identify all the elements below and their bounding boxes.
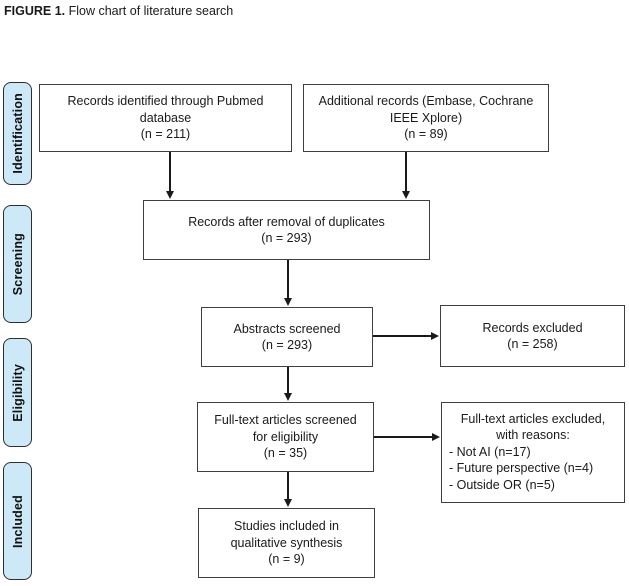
box-studies-included: Studies included in qualitative synthesi… (198, 508, 375, 578)
box-studies-included-text: Studies included in qualitative synthesi… (230, 519, 343, 567)
box-fulltext-screened: Full-text articles screened for eligibil… (197, 402, 374, 472)
arrow-pubmed-to-duplicates (169, 152, 171, 191)
stage-included-label: Included (10, 494, 25, 548)
stage-eligibility: Eligibility (3, 338, 32, 447)
arrow-fulltext-to-included (287, 472, 289, 499)
stage-identification: Identification (3, 82, 32, 185)
box-records-excluded: Records excluded (n = 258) (440, 305, 625, 367)
exclusion-reason: - Outside OR (n=5) (449, 477, 555, 492)
arrow-additional-to-duplicates (405, 152, 407, 191)
box-records-pubmed-text: Records identified through Pubmed databa… (67, 94, 264, 142)
box-fulltext-excluded-heading: Full-text articles excluded, with reason… (460, 411, 606, 443)
box-records-pubmed: Records identified through Pubmed databa… (39, 84, 292, 152)
box-fulltext-excluded-reasons: - Not AI (n=17) - Future perspective (n=… (442, 444, 624, 495)
box-records-excluded-text: Records excluded (n = 258) (482, 320, 583, 352)
stage-eligibility-label: Eligibility (10, 363, 25, 422)
arrow-abstracts-to-excluded (373, 335, 431, 337)
box-abstracts-screened: Abstracts screened (n = 293) (201, 307, 373, 367)
box-duplicates-removed-text: Records after removal of duplicates (n =… (188, 214, 385, 246)
exclusion-reason: - Future perspective (n=4) (449, 461, 594, 476)
box-duplicates-removed: Records after removal of duplicates (n =… (143, 200, 430, 260)
stage-identification-label: Identification (10, 93, 25, 174)
arrow-duplicates-to-abstracts (287, 260, 289, 298)
box-fulltext-excluded: Full-text articles excluded, with reason… (441, 402, 625, 503)
box-records-additional: Additional records (Embase, Cochrane IEE… (303, 84, 549, 152)
figure-caption: Flow chart of literature search (68, 4, 234, 18)
stage-screening-label: Screening (10, 232, 25, 296)
arrow-abstracts-to-fulltext (287, 367, 289, 393)
figure-label: FIGURE 1. (4, 4, 66, 18)
stage-screening: Screening (3, 205, 32, 323)
exclusion-reason: - Not AI (n=17) (449, 444, 531, 459)
arrow-fulltext-to-excluded (374, 436, 432, 438)
stage-included: Included (3, 462, 32, 580)
figure-title: FIGURE 1. Flow chart of literature searc… (4, 4, 233, 18)
box-abstracts-screened-text: Abstracts screened (n = 293) (233, 321, 341, 353)
box-fulltext-screened-text: Full-text articles screened for eligibil… (214, 413, 357, 461)
box-records-additional-text: Additional records (Embase, Cochrane IEE… (318, 94, 534, 142)
